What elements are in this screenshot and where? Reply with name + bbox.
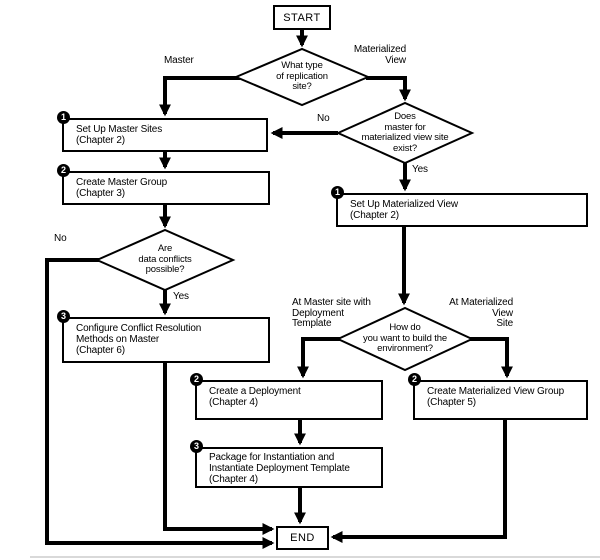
package-instantiate-box: 3 Package for Instantiation and Instanti…: [190, 440, 383, 488]
configure-conflict-label: Configure Conflict Resolution Methods on…: [76, 323, 202, 356]
page-bottom-edge: [30, 556, 600, 558]
step-badge: 2: [190, 373, 203, 386]
create-deployment-box: 2 Create a Deployment (Chapter 4): [190, 373, 383, 420]
configure-conflict-box: 3 Configure Conflict Resolution Methods …: [57, 310, 270, 363]
setup-mview-box: 1 Set Up Materialized View (Chapter 2): [331, 186, 588, 227]
create-master-group-box: 2 Create Master Group (Chapter 3): [57, 164, 270, 205]
step-badge: 2: [57, 164, 70, 177]
edge-buildenv-template: [297, 337, 340, 379]
step-badge: 1: [331, 186, 344, 199]
edge-configure-to-end: [163, 362, 275, 535]
master-exist-diamond-shape: [335, 101, 475, 165]
edge-type-master: [159, 76, 240, 117]
create-deployment-label: Create a Deployment (Chapter 4): [209, 386, 301, 408]
edge-label-no-master-exists: No: [317, 113, 330, 124]
type-diamond-label: What type of replication site?: [276, 60, 328, 92]
start-node: START: [273, 5, 331, 30]
create-mview-group-box: 2 Create Materialized View Group (Chapte…: [408, 373, 588, 420]
type-diamond-shape: [233, 47, 371, 107]
edge-type-mview: [366, 76, 411, 102]
build-env-diamond-label: How do you want to build the environment…: [363, 322, 447, 354]
conflicts-diamond-shape: [94, 228, 236, 292]
conflicts-diamond-label: Are data conflicts possible?: [138, 243, 192, 275]
build-env-diamond-shape: [335, 306, 475, 372]
master-exist-diamond-label: Does master for materialized view site e…: [361, 111, 449, 154]
step-badge: 1: [57, 111, 70, 124]
edge-label-master: Master: [164, 55, 194, 66]
edge-label-at-master-site: At Master site with Deployment Template: [292, 297, 371, 329]
step-badge: 3: [190, 440, 203, 453]
edge-label-materialized-view: Materialized View: [353, 44, 406, 66]
setup-mview-label: Set Up Materialized View (Chapter 2): [350, 199, 458, 221]
edge-label-no-conflicts: No: [54, 233, 67, 244]
edge-label-yes-conflicts: Yes: [173, 291, 189, 302]
edge-b7-to-end: [330, 419, 507, 543]
step-badge: 2: [408, 373, 421, 386]
setup-master-sites-label: Set Up Master Sites (Chapter 2): [76, 124, 163, 146]
setup-master-sites-box: 1 Set Up Master Sites (Chapter 2): [57, 111, 268, 152]
end-node: END: [276, 526, 329, 550]
package-instantiate-label: Package for Instantiation and Instantiat…: [209, 452, 350, 485]
step-badge: 3: [57, 310, 70, 323]
edge-label-at-mview-site: At Materialized View Site: [449, 297, 513, 329]
create-mview-group-label: Create Materialized View Group (Chapter …: [427, 386, 565, 408]
edge-label-yes-master-exists: Yes: [412, 164, 428, 175]
create-master-group-label: Create Master Group (Chapter 3): [76, 177, 168, 199]
edge-buildenv-mviewsite: [470, 337, 513, 379]
edge-conflicts-no-to-end: [45, 258, 275, 549]
